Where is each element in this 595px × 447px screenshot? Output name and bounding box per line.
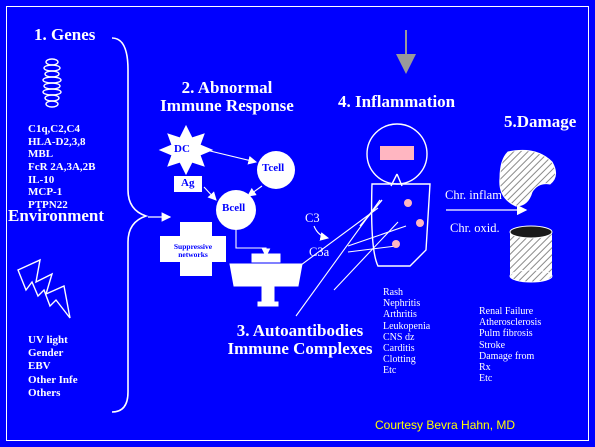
manifestation-item: Arthritis — [383, 309, 417, 321]
tcell-label: Tcell — [262, 162, 285, 174]
courtesy-credit: Courtesy Bevra Hahn, MD — [375, 418, 516, 432]
joint-dot — [416, 219, 424, 227]
bcell-icon — [216, 190, 256, 230]
autoantibodies-line1: 3. Autoantibodies — [236, 321, 364, 340]
manifestations-list: Rash Nephritis Arthritis Leukopenia CNS … — [383, 287, 430, 377]
damage-outcome-item: Stroke — [479, 339, 506, 351]
damage-outcome-item: Etc — [479, 373, 493, 385]
environment-title: Environment — [8, 206, 105, 225]
damage-outcomes-list: Renal Failure Atherosclerosis Pulm fibro… — [479, 306, 541, 384]
suppressive-box — [160, 222, 226, 276]
gene-item: HLA-D2,3,8 — [28, 135, 86, 148]
lightning-icon — [17, 258, 71, 319]
suppressive-line1: Suppressive — [173, 242, 213, 251]
gene-item: PTPN22 — [28, 198, 68, 211]
manifestation-item: Leukopenia — [383, 320, 431, 332]
gene-item: MCP-1 — [28, 186, 63, 199]
butterfly-rash — [380, 146, 414, 160]
bcell-label: Bcell — [222, 202, 246, 214]
kidney-icon — [499, 149, 556, 207]
environment-list: UV light Gender EBV Other Infe Others — [28, 334, 78, 400]
ag-box — [174, 176, 202, 192]
gene-item: MBL — [28, 148, 54, 161]
chr-oxid-label: Chr. oxid. — [450, 221, 500, 235]
environment-item: Others — [28, 386, 61, 399]
inflammation-title: 4. Inflammation — [338, 92, 456, 111]
gene-item: FcR 2A,3A,2B — [28, 160, 96, 173]
manifestation-item: Rash — [383, 287, 403, 298]
dc-star-icon — [158, 124, 214, 176]
joint-dot — [404, 199, 412, 207]
ag-label: Ag — [181, 177, 195, 189]
dna-icon — [42, 58, 62, 108]
body-figure — [359, 123, 431, 267]
environment-item: Other Infe — [28, 373, 78, 386]
gene-item: IL-10 — [28, 173, 55, 186]
suppressive-line2: networks — [178, 249, 208, 259]
genes-title: 1. Genes — [34, 25, 96, 44]
chr-inflam-label: Chr. inflam — [445, 188, 502, 202]
joint-dot — [392, 240, 400, 248]
suppressive-label: Suppressive networks — [160, 243, 226, 259]
artery-icon — [509, 225, 553, 283]
manifestation-item: Nephritis — [383, 298, 421, 310]
damage-outcome-item: Rx — [479, 361, 491, 373]
damage-title: 5.Damage — [504, 112, 577, 131]
autoantibodies-title: 3. Autoantibodies Immune Complexes — [210, 322, 390, 358]
damage-outcome-item: Atherosclerosis — [479, 317, 542, 329]
environment-item: Gender — [28, 347, 64, 360]
damage-outcome-item: Renal Failure — [479, 306, 534, 317]
damage-outcome-item: Damage from — [479, 350, 535, 362]
environment-item: UV light — [28, 334, 68, 346]
dc-label: DC — [174, 143, 190, 155]
genes-list: C1q,C2,C4 HLA-D2,3,8 MBL FcR 2A,3A,2B IL… — [28, 123, 96, 211]
immune-title: 2. Abnormal Immune Response — [142, 79, 312, 115]
manifestation-item: CNS dz — [383, 331, 415, 343]
manifestation-item: Etc — [383, 365, 397, 377]
immune-title-line1: 2. Abnormal — [181, 78, 273, 97]
manifestation-item: Carditis — [383, 342, 415, 354]
manifestation-item: Clotting — [383, 354, 416, 366]
immune-title-line2: Immune Response — [160, 95, 294, 115]
antibody-stack-icon — [229, 253, 303, 307]
slide-border — [6, 6, 589, 441]
tcell-icon — [257, 151, 295, 189]
curly-brace — [111, 37, 149, 413]
gene-item: C1q,C2,C4 — [28, 123, 80, 135]
damage-outcome-item: Pulm fibrosis — [479, 328, 533, 340]
environment-item: EBV — [28, 360, 51, 373]
autoantibodies-line2: Immune Complexes — [227, 338, 373, 358]
c3a-label: C3a — [309, 245, 330, 259]
c3-label: C3 — [305, 211, 320, 225]
